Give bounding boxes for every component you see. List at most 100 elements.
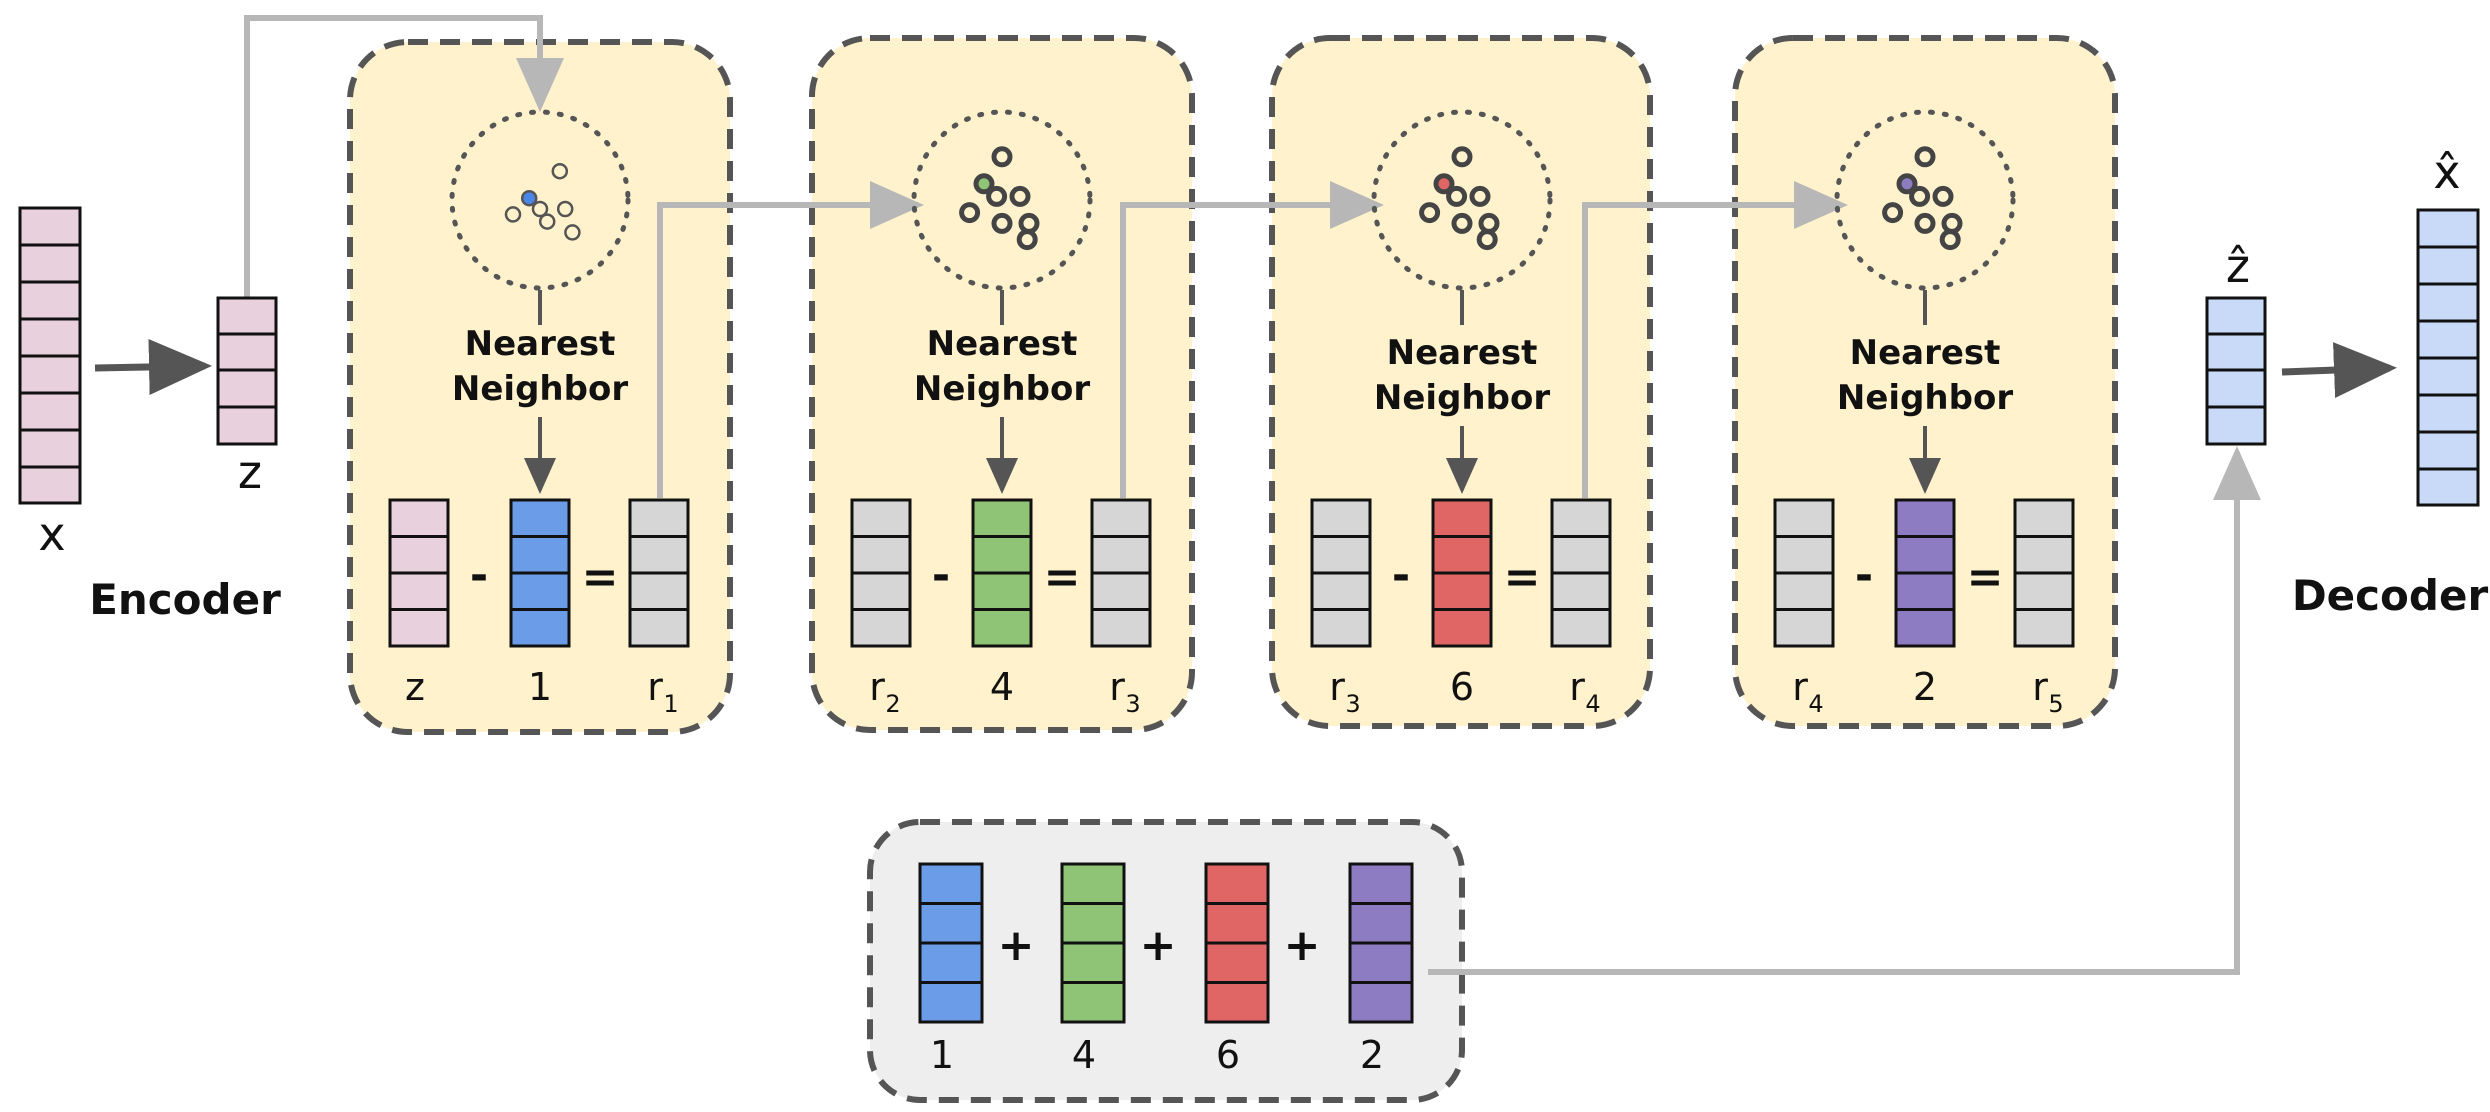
codebook-cluster bbox=[449, 109, 631, 291]
codebook-dot bbox=[551, 162, 569, 180]
input-vector-x bbox=[18, 206, 82, 505]
sum-panel bbox=[867, 819, 1465, 1103]
nearest-label: Nearest bbox=[1850, 333, 2001, 373]
sum-code-label: 4 bbox=[1072, 1033, 1096, 1077]
residual-input-label: r bbox=[1329, 665, 1345, 709]
residual-input-label: r bbox=[1792, 665, 1808, 709]
codebook-dot bbox=[1476, 229, 1498, 251]
x-label: x bbox=[38, 507, 65, 561]
code-index-label: 1 bbox=[528, 665, 552, 709]
sum-code-label: 1 bbox=[930, 1033, 954, 1077]
codebook-cluster bbox=[1371, 109, 1553, 291]
codebook-dot bbox=[1914, 146, 1936, 168]
residual-output-label: r bbox=[2032, 665, 2048, 709]
codeword-vector bbox=[1894, 498, 1956, 648]
sum-to-zhat-arrow bbox=[1428, 446, 2261, 975]
nearest-label: Nearest bbox=[465, 324, 616, 364]
residual-input-subscript: 3 bbox=[1345, 690, 1360, 718]
codebook-dot bbox=[1016, 229, 1038, 251]
codebook-dot bbox=[991, 212, 1013, 234]
residual-input-subscript: 4 bbox=[1808, 690, 1823, 718]
r1-to-stage2-arrow bbox=[657, 181, 924, 498]
codebook-dot bbox=[1419, 202, 1441, 224]
residual-output-subscript: 3 bbox=[1125, 690, 1140, 718]
codebook-dot bbox=[538, 213, 556, 230]
residual-output-vector bbox=[1550, 498, 1612, 648]
codebook-dot bbox=[520, 189, 538, 207]
residual-output-subscript: 1 bbox=[663, 690, 678, 718]
sum-codeword-vector bbox=[1204, 862, 1270, 1024]
residual-output-subscript: 5 bbox=[2048, 690, 2063, 718]
codeword-vector bbox=[1431, 498, 1493, 648]
sum-codes: 1 +4 +6 +2 bbox=[918, 862, 1414, 1077]
sum-code-label: 6 bbox=[1216, 1033, 1240, 1077]
residual-input-label: r bbox=[869, 665, 885, 709]
codebook-dots bbox=[1882, 146, 1963, 251]
plus-operator: + bbox=[1140, 920, 1177, 971]
codebook-dots bbox=[504, 162, 581, 241]
residual-input-subscript: 2 bbox=[885, 690, 900, 718]
residual-input-label: z bbox=[405, 665, 425, 709]
codeword-vector bbox=[971, 498, 1033, 648]
codebook-dot bbox=[1932, 185, 1954, 207]
residual-input-vector bbox=[1773, 498, 1835, 648]
output-vector-xhat bbox=[2416, 208, 2480, 507]
codebook-dot bbox=[1939, 229, 1961, 251]
minus-operator: - bbox=[1855, 550, 1873, 601]
codebook-dot bbox=[991, 146, 1013, 168]
xhat-label: x̂ bbox=[2433, 145, 2460, 199]
codebook-dot bbox=[556, 200, 574, 218]
codebook-dot bbox=[1009, 185, 1031, 207]
encoder-label: Encoder bbox=[89, 575, 281, 624]
residual-input-vector bbox=[1310, 498, 1372, 648]
codebook-dot bbox=[959, 202, 981, 224]
codebook-dot bbox=[564, 224, 581, 241]
codebook-dot bbox=[1451, 146, 1473, 168]
equals-operator: = bbox=[1044, 552, 1081, 603]
minus-operator: - bbox=[1392, 550, 1410, 601]
codebook-dot bbox=[1433, 173, 1455, 195]
equals-operator: = bbox=[1504, 552, 1541, 603]
codebook-dot bbox=[986, 185, 1008, 207]
residual-output-vector bbox=[628, 498, 690, 648]
residual-output-subscript: 4 bbox=[1585, 690, 1600, 718]
codebook-cluster bbox=[1834, 109, 2016, 291]
neighbor-label: Neighbor bbox=[1837, 378, 2013, 418]
encoder-arrow bbox=[94, 339, 212, 396]
code-index-label: 2 bbox=[1913, 665, 1937, 709]
flow-arrows bbox=[244, 15, 2261, 975]
minus-operator: - bbox=[932, 550, 950, 601]
residual-output-vector bbox=[2013, 498, 2075, 648]
codebook-dot bbox=[1882, 202, 1904, 224]
residual-output-vector bbox=[1090, 498, 1152, 648]
decoder-arrow bbox=[2281, 342, 2397, 399]
codebook-dots bbox=[959, 146, 1040, 251]
minus-operator: - bbox=[470, 550, 488, 601]
zhat-label: ẑ bbox=[2226, 239, 2250, 293]
codebook-dot bbox=[1446, 185, 1468, 207]
z-label: z bbox=[238, 445, 262, 499]
residual-output-label: r bbox=[1109, 665, 1125, 709]
codebook-dot bbox=[1909, 185, 1931, 207]
residual-output-label: r bbox=[1569, 665, 1585, 709]
codebook-dot bbox=[1914, 212, 1936, 234]
plus-operator: + bbox=[998, 920, 1035, 971]
z-to-stage1-arrow bbox=[244, 15, 564, 300]
codebook-dot bbox=[973, 173, 995, 195]
residual-input-vector bbox=[850, 498, 912, 648]
neighbor-label: Neighbor bbox=[452, 369, 628, 409]
codebook-dot bbox=[531, 200, 549, 218]
r4-to-stage4-arrow bbox=[1582, 181, 1848, 498]
equals-operator: = bbox=[582, 552, 619, 603]
sum-codeword-vector bbox=[918, 862, 984, 1024]
latent-vector-z bbox=[216, 296, 278, 446]
sum-code-label: 2 bbox=[1360, 1033, 1384, 1077]
residual-input-vector bbox=[388, 498, 450, 648]
plus-operator: + bbox=[1284, 920, 1321, 971]
sum-codeword-vector bbox=[1348, 862, 1414, 1024]
